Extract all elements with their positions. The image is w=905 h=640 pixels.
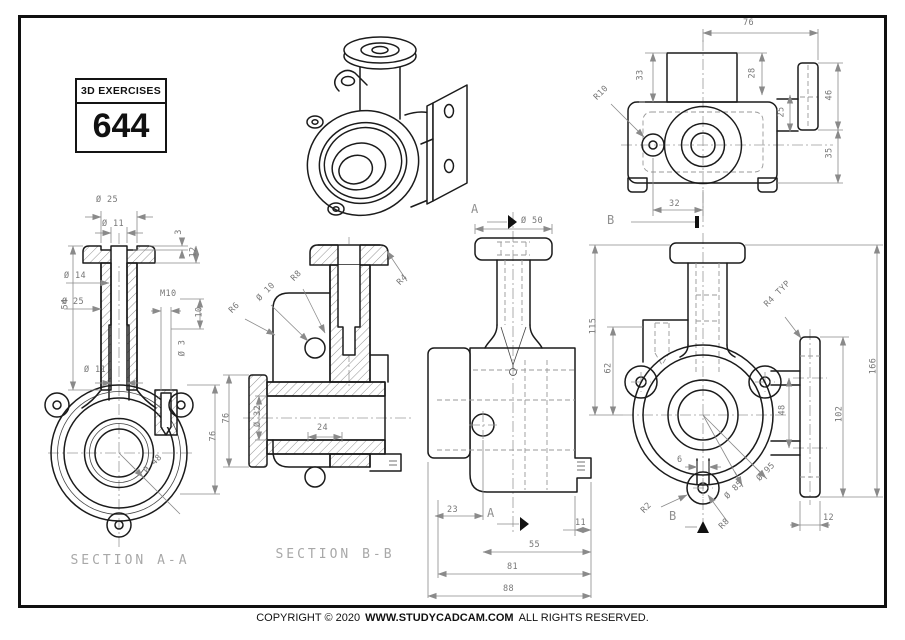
dim-11: 11 bbox=[575, 518, 587, 528]
dim-32: 32 bbox=[669, 199, 681, 209]
copyright-prefix: COPYRIGHT © 2020 bbox=[256, 612, 361, 624]
dim-62: 62 bbox=[603, 362, 614, 374]
dim-3: 3 bbox=[173, 229, 184, 235]
dim-81: 81 bbox=[507, 562, 519, 572]
dim-76: 76 bbox=[743, 18, 755, 28]
dim-dia14: Ø 14 bbox=[64, 271, 87, 281]
section-bb-title: SECTION B-B bbox=[275, 547, 395, 562]
cut-label-a-bottom: A bbox=[487, 506, 496, 520]
dim-46: 46 bbox=[824, 89, 835, 101]
dim-10: 10 bbox=[194, 306, 205, 318]
dim-dia3: Ø 3 bbox=[177, 339, 188, 357]
badge-title: 3D EXERCISES bbox=[77, 80, 165, 104]
front-view: 115 62 166 102 48 12 6 R4 TYP R2 R8 Ø 85… bbox=[575, 225, 895, 605]
badge-number: 644 bbox=[92, 107, 150, 145]
section-bb-view: R4 R8 Ø 10 R6 76 Ø 32 24 SECTION B-B bbox=[215, 235, 430, 575]
section-aa-title: SECTION A-A bbox=[70, 553, 190, 568]
side-view: A Ø 50 23 A 11 55 81 88 bbox=[425, 200, 610, 600]
cut-label-a-top: A bbox=[471, 202, 480, 216]
front-view-drawing bbox=[589, 233, 883, 533]
sheet-border bbox=[18, 15, 887, 608]
section-bb-drawing bbox=[223, 237, 413, 488]
section-aa-drawing bbox=[44, 211, 220, 547]
section-aa-view: Ø 25 Ø 11 3 12 54 Ø 14 Ø 25 M10 10 Ø 3 Ø… bbox=[30, 195, 230, 575]
exercise-badge: 3D EXERCISES 644 bbox=[75, 78, 167, 153]
top-view-drawing bbox=[610, 29, 843, 228]
dim-dia25-stem: Ø 25 bbox=[62, 297, 85, 307]
dim-dia11-top: Ø 11 bbox=[102, 219, 125, 229]
dim-102: 102 bbox=[834, 405, 845, 423]
dim-115: 115 bbox=[588, 317, 599, 335]
dim-dia11-bore: Ø 11 bbox=[84, 365, 107, 375]
isometric-drawing bbox=[306, 36, 468, 217]
dim-76: 76 bbox=[221, 412, 232, 424]
dim-48: 48 bbox=[777, 404, 788, 416]
dim-12: 12 bbox=[823, 513, 835, 523]
dim-25: 25 bbox=[776, 106, 787, 118]
cut-label-b: B bbox=[607, 213, 616, 227]
dim-33: 33 bbox=[635, 69, 646, 81]
dim-6: 6 bbox=[677, 455, 683, 465]
top-view: 76 33 28 25 46 35 32 R10 B bbox=[592, 18, 885, 235]
cut-label-b: B bbox=[669, 509, 678, 523]
dim-35: 35 bbox=[824, 147, 835, 159]
dim-dia25-top: Ø 25 bbox=[96, 195, 119, 205]
side-view-drawing bbox=[427, 212, 592, 600]
dim-88: 88 bbox=[503, 584, 515, 594]
copyright-suffix: ALL RIGHTS RESERVED. bbox=[518, 612, 649, 624]
dim-dia50: Ø 50 bbox=[521, 216, 544, 226]
isometric-view bbox=[275, 15, 475, 220]
dim-23: 23 bbox=[447, 505, 459, 515]
dim-166: 166 bbox=[868, 357, 879, 375]
dim-12: 12 bbox=[188, 246, 199, 258]
dim-55: 55 bbox=[529, 540, 541, 550]
copyright-site: WWW.STUDYCADCAM.COM bbox=[365, 612, 514, 624]
dim-dia32: Ø 32 bbox=[253, 404, 264, 428]
dim-24: 24 bbox=[317, 423, 329, 433]
copyright-footer: COPYRIGHT © 2020 WWW.STUDYCADCAM.COM ALL… bbox=[0, 612, 905, 624]
dim-m10: M10 bbox=[160, 289, 177, 299]
dim-28: 28 bbox=[747, 67, 758, 79]
